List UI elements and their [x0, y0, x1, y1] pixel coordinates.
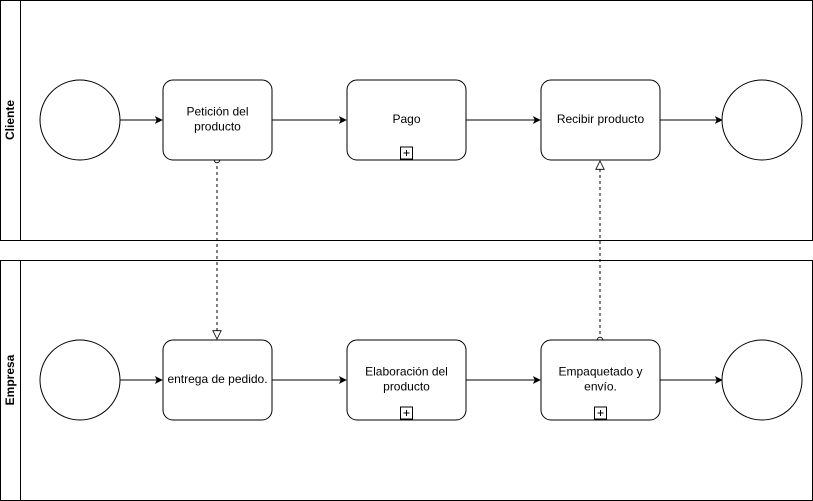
- task-label: Petición del: [186, 105, 248, 119]
- task-label: envío.: [584, 380, 617, 394]
- task-entrega[interactable]: entrega de pedido.: [162, 339, 273, 421]
- task-label: Empaquetado y: [558, 365, 642, 379]
- task-box[interactable]: [346, 339, 467, 421]
- start-event-empresa[interactable]: [39, 339, 121, 421]
- task-box[interactable]: [162, 339, 273, 421]
- start-event-cliente[interactable]: [39, 79, 121, 161]
- lane-label-cliente: Cliente: [3, 100, 17, 140]
- task-pago[interactable]: Pago: [346, 79, 467, 161]
- task-label: Pago: [392, 112, 420, 126]
- subprocess-plus-icon[interactable]: [400, 406, 413, 420]
- subprocess-plus-icon[interactable]: [400, 146, 413, 160]
- end-event-cliente[interactable]: [721, 79, 803, 161]
- lane-label-empresa: Empresa: [3, 354, 17, 405]
- task-box[interactable]: [540, 339, 661, 421]
- task-box[interactable]: [346, 79, 467, 161]
- task-label: producto: [383, 380, 430, 394]
- task-label: producto: [194, 120, 241, 134]
- end-event-empresa[interactable]: [721, 339, 803, 421]
- task-box[interactable]: [540, 79, 661, 161]
- task-recibir[interactable]: Recibir producto: [540, 79, 661, 161]
- task-box[interactable]: [162, 79, 273, 161]
- task-label: Elaboración del: [365, 365, 448, 379]
- task-label: Recibir producto: [557, 112, 645, 126]
- task-label: entrega de pedido.: [167, 372, 267, 386]
- subprocess-plus-icon[interactable]: [594, 406, 607, 420]
